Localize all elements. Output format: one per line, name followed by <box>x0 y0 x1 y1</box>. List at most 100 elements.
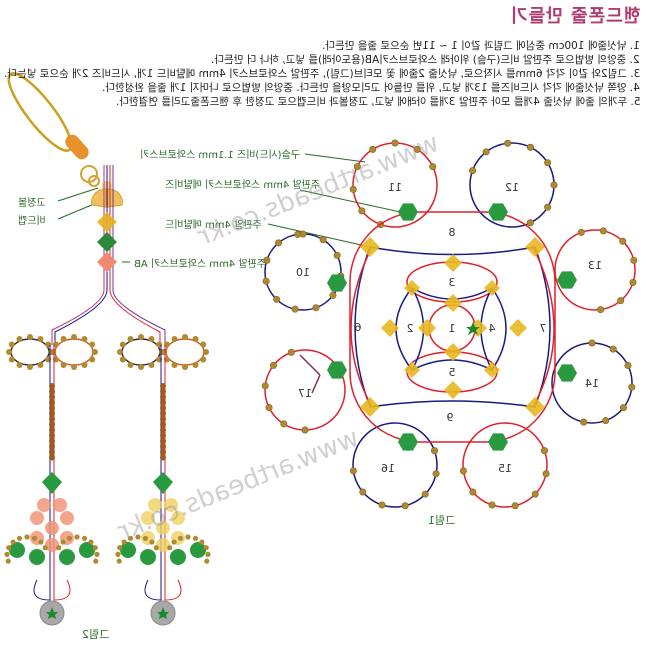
seed-bead <box>369 145 377 153</box>
seed-bead <box>49 394 55 400</box>
gold-bicone-bead <box>484 280 500 296</box>
seed-bead <box>74 534 80 540</box>
step-number-10: 10 <box>296 266 310 279</box>
gold-bicone-bead <box>444 343 462 361</box>
seed-bead <box>115 551 121 557</box>
gold-bicone-bead <box>444 254 462 272</box>
seed-bead <box>56 545 62 551</box>
seed-bead <box>349 185 357 193</box>
seed-bead <box>89 356 96 363</box>
seed-bead <box>511 502 519 510</box>
seed-bead <box>89 341 96 348</box>
green-crystal-bead <box>170 549 186 565</box>
thread <box>54 165 108 345</box>
ring-motif <box>10 338 50 366</box>
seed-bead <box>127 361 134 368</box>
seed-bead <box>49 399 55 406</box>
inner-loops <box>299 211 556 443</box>
seed-bead <box>628 383 636 391</box>
seed-bead <box>378 501 386 509</box>
seed-bead <box>92 349 98 355</box>
seed-bead <box>37 336 44 343</box>
seed-bead <box>38 539 44 545</box>
flower-bead <box>148 498 162 512</box>
seed-bead <box>469 167 477 175</box>
jump-ring <box>88 175 100 187</box>
seed-bead <box>200 356 207 363</box>
main-threads <box>51 165 166 345</box>
red-side-loop <box>350 246 373 408</box>
seed-bead <box>149 539 155 545</box>
step-number-9: 9 <box>447 411 454 424</box>
seed-bead <box>319 236 327 244</box>
pendant-strands <box>4 334 211 626</box>
seed-bead <box>329 291 337 299</box>
flower-bead <box>53 498 67 512</box>
seed-bead <box>49 443 55 450</box>
leader-bead-cap <box>57 203 95 220</box>
seed-bead <box>148 361 155 368</box>
step-number-3: 3 <box>449 276 456 289</box>
seed-bead <box>349 467 357 475</box>
seed-bead <box>160 432 166 439</box>
seed-bead <box>160 443 166 450</box>
seed-bead <box>192 535 199 541</box>
seed-bead <box>138 334 144 340</box>
seed-bead <box>413 145 421 153</box>
instruction-1: 1. 낚싯줄에 100cm 중심에 그림과 같이 1 ~ 11번 순으로 줄을 … <box>322 40 640 52</box>
green-crystal-bead <box>29 549 45 565</box>
gold-bicone-bead <box>525 237 545 257</box>
green-crystal-bead <box>59 549 75 565</box>
seed-bead <box>42 545 48 551</box>
seed-bead <box>504 139 512 147</box>
seed-bead <box>60 336 67 343</box>
thread <box>51 165 105 345</box>
gold-bicone-bead <box>444 294 462 312</box>
label-fixing-ball: 고정볼 <box>18 198 46 209</box>
step-number-13: 13 <box>588 259 602 272</box>
seed-bead <box>49 388 55 395</box>
strap-loop <box>7 72 73 152</box>
blue-side-loop <box>491 287 507 371</box>
start-star-icon <box>466 322 480 335</box>
seed-bead <box>6 349 12 355</box>
seed-bead <box>401 502 409 510</box>
flower-bead <box>37 498 51 512</box>
flower-bead <box>171 511 185 525</box>
green-crystal-bead <box>9 542 25 558</box>
seed-bead <box>160 410 166 417</box>
seed-bead <box>599 227 607 235</box>
step-number-1: 1 <box>449 322 456 335</box>
thread <box>112 165 166 345</box>
seed-bead <box>148 336 155 343</box>
seed-bead <box>531 490 539 498</box>
seed-bead <box>205 551 211 557</box>
seed-bead <box>160 449 166 455</box>
seed-bead <box>333 251 341 259</box>
seed-bead <box>127 336 134 343</box>
petal-loop <box>462 422 548 508</box>
step-number-8: 8 <box>449 226 456 239</box>
start-star-icon <box>157 607 169 619</box>
seed-bead <box>27 364 33 370</box>
seed-bead <box>358 207 366 215</box>
green-bicone-bead <box>42 472 62 494</box>
green-crystal-bead <box>79 542 95 558</box>
seed-bead <box>81 535 88 541</box>
seed-bead <box>49 405 55 411</box>
seed-bead <box>138 364 144 370</box>
seed-bead <box>161 349 167 355</box>
seed-bead <box>49 416 55 422</box>
seed-bead <box>160 438 166 444</box>
seed-bead <box>580 418 588 426</box>
strap-tube <box>65 134 89 160</box>
seed-bead <box>482 148 490 156</box>
seed-bead <box>24 534 30 540</box>
seed-bead <box>31 535 38 541</box>
thread <box>109 165 161 345</box>
thread-ends <box>299 354 321 394</box>
seed-bead <box>4 551 10 557</box>
seed-bead <box>597 306 605 314</box>
seed-bead <box>526 143 534 151</box>
